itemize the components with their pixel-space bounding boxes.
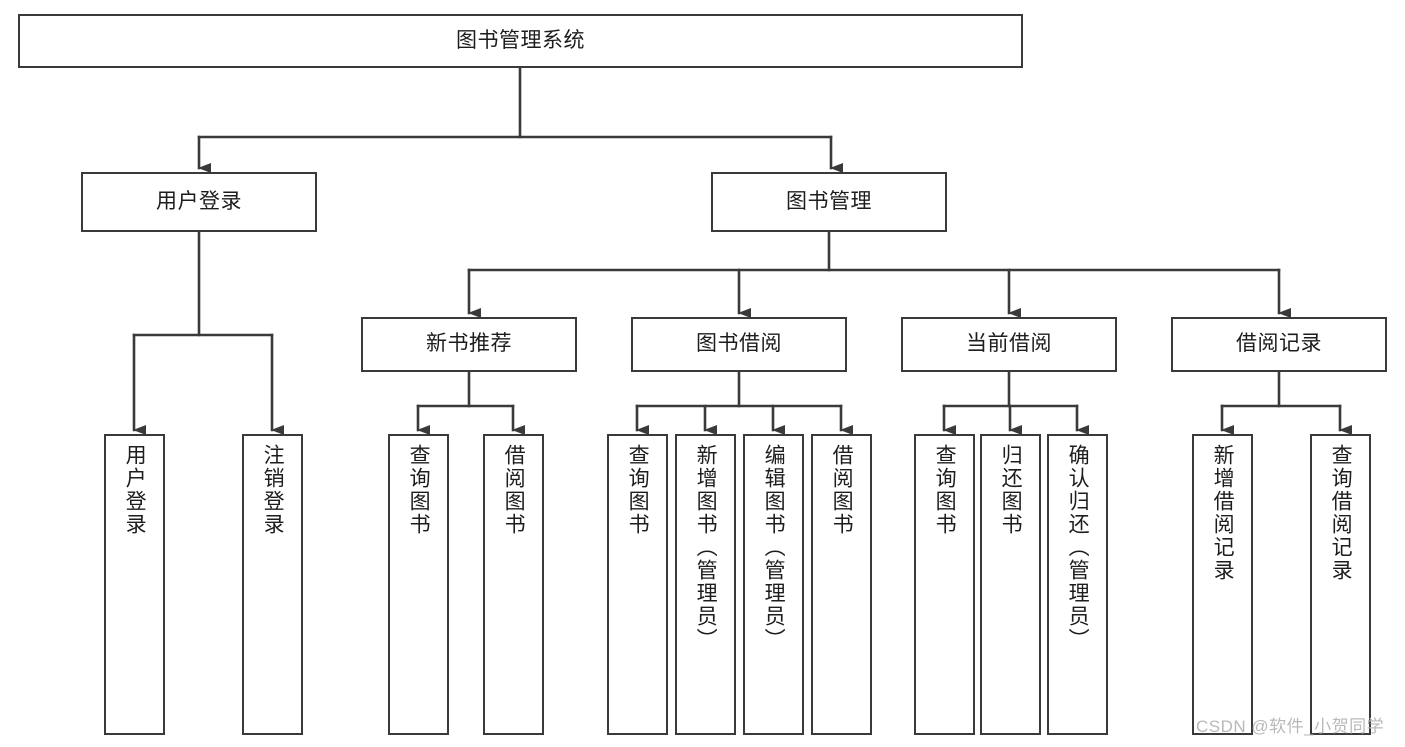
node-leaf-user-logout-label: 注销登录 <box>261 444 285 536</box>
node-leaf-borrow-book-1-label: 借阅图书 <box>502 444 526 536</box>
node-leaf-borrow-book-1[interactable]: 借阅图书 <box>483 434 544 735</box>
node-leaf-query-book-2-label: 查询图书 <box>626 444 650 536</box>
node-root-label: 图书管理系统 <box>456 28 585 52</box>
node-leaf-add-record-label: 新增借阅记录 <box>1211 444 1235 582</box>
node-leaf-borrow-book-2[interactable]: 借阅图书 <box>811 434 872 735</box>
node-leaf-add-book-label: 新增图书（管理员） <box>694 444 718 651</box>
node-book-manage[interactable]: 图书管理 <box>711 172 947 232</box>
node-leaf-query-book-2[interactable]: 查询图书 <box>607 434 668 735</box>
node-leaf-user-login-label: 用户登录 <box>123 444 147 536</box>
node-leaf-return-book[interactable]: 归还图书 <box>980 434 1041 735</box>
node-leaf-query-book-3-label: 查询图书 <box>933 444 957 536</box>
node-book-manage-label: 图书管理 <box>786 189 872 213</box>
node-user-login[interactable]: 用户登录 <box>81 172 317 232</box>
node-current-borrow[interactable]: 当前借阅 <box>901 317 1117 372</box>
node-current-borrow-label: 当前借阅 <box>966 332 1052 356</box>
node-leaf-user-logout[interactable]: 注销登录 <box>242 434 303 735</box>
node-leaf-edit-book-label: 编辑图书（管理员） <box>762 444 786 651</box>
node-root[interactable]: 图书管理系统 <box>18 14 1023 68</box>
node-leaf-add-record[interactable]: 新增借阅记录 <box>1192 434 1253 735</box>
node-leaf-confirm-return-label: 确认归还（管理员） <box>1066 444 1090 651</box>
node-leaf-return-book-label: 归还图书 <box>999 444 1023 536</box>
node-leaf-edit-book[interactable]: 编辑图书（管理员） <box>743 434 804 735</box>
node-new-book-recommend-label: 新书推荐 <box>426 332 512 356</box>
node-borrow-record-label: 借阅记录 <box>1236 332 1322 356</box>
node-leaf-borrow-book-2-label: 借阅图书 <box>830 444 854 536</box>
node-borrow-record[interactable]: 借阅记录 <box>1171 317 1387 372</box>
node-leaf-add-book[interactable]: 新增图书（管理员） <box>675 434 736 735</box>
node-user-login-label: 用户登录 <box>156 189 242 213</box>
node-leaf-query-record-label: 查询借阅记录 <box>1329 444 1353 582</box>
node-new-book-recommend[interactable]: 新书推荐 <box>361 317 577 372</box>
node-book-borrow[interactable]: 图书借阅 <box>631 317 847 372</box>
node-leaf-query-book-3[interactable]: 查询图书 <box>914 434 975 735</box>
node-leaf-query-record[interactable]: 查询借阅记录 <box>1310 434 1371 735</box>
node-leaf-user-login[interactable]: 用户登录 <box>104 434 165 735</box>
csdn-watermark: CSDN @软件_小贺同学 <box>1196 717 1385 736</box>
node-book-borrow-label: 图书借阅 <box>696 332 782 356</box>
node-leaf-query-book-1[interactable]: 查询图书 <box>388 434 449 735</box>
node-leaf-confirm-return[interactable]: 确认归还（管理员） <box>1047 434 1108 735</box>
node-leaf-query-book-1-label: 查询图书 <box>407 444 431 536</box>
